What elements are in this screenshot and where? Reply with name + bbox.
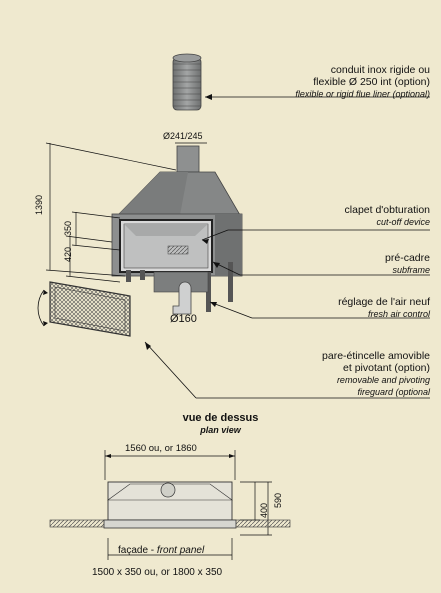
facade-label-en: front panel	[156, 545, 205, 556]
fireguard-label-fr2: et pivotant (option)	[343, 362, 430, 374]
flue-liner	[172, 53, 202, 111]
dim-height-total: 1390	[34, 194, 44, 215]
liner-label-en: flexible or rigid flue liner (optional)	[295, 89, 430, 99]
liner-label: conduit inox rigide ou flexible Ø 250 in…	[295, 64, 430, 100]
precadre-label: pré-cadre subframe	[385, 252, 430, 276]
fireguard-label-en1: removable and pivoting	[336, 375, 430, 385]
clapet-label-en: cut-off device	[376, 217, 430, 227]
plan-title: vue de dessus	[182, 412, 259, 424]
precadre-label-fr: pré-cadre	[385, 252, 430, 264]
plan-view	[49, 450, 291, 560]
dim-frame-height: 420	[63, 246, 73, 262]
dim-plan-width: 1560 ou, or 1860	[125, 443, 197, 454]
dim-facade-size: 1500 x 350 ou, or 1800 x 350	[92, 567, 223, 578]
fireguard-label-en2: fireguard (optional	[357, 387, 430, 397]
clapet-label: clapet d'obturation cut-off device	[345, 204, 430, 228]
liner-label-fr1: conduit inox rigide ou	[330, 64, 430, 76]
fireguard-label-fr1: pare-étincelle amovible	[322, 350, 430, 362]
dim-opening-height: 350	[63, 220, 73, 236]
fireguard-label: pare-étincelle amovible et pivotant (opt…	[322, 350, 430, 398]
facade-label-fr: façade -	[118, 545, 155, 556]
dim-air-diameter: Ø160	[170, 313, 197, 325]
precadre-label-en: subframe	[392, 265, 430, 275]
air-label: réglage de l'air neuf fresh air control	[338, 296, 430, 320]
dim-depth-total: 590	[273, 492, 283, 508]
clapet-label-fr: clapet d'obturation	[344, 204, 430, 216]
air-label-fr: réglage de l'air neuf	[338, 296, 430, 308]
dim-depth-inner: 400	[259, 502, 269, 518]
fireguard	[49, 281, 131, 337]
air-label-en: fresh air control	[367, 309, 430, 319]
plan-title-block: vue de dessus plan view	[0, 412, 441, 436]
facade-label: façade - front panel	[118, 545, 204, 556]
smoke-hood	[117, 171, 241, 216]
liner-label-fr2: flexible Ø 250 int (option)	[313, 76, 430, 88]
dim-diameter-top: Ø241/245	[163, 131, 203, 141]
plan-subtitle: plan view	[200, 425, 241, 435]
